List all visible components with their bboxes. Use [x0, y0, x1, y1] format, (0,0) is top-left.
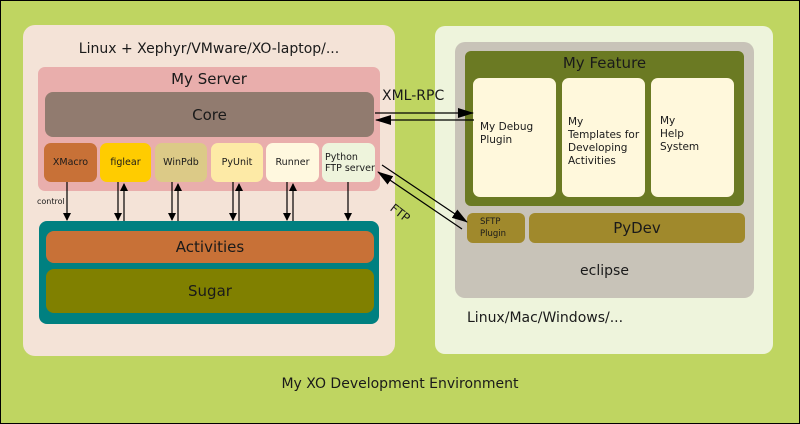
- tool-ftp-line2: FTP server: [325, 162, 375, 174]
- tool-winpdb: WinPdb: [155, 143, 207, 182]
- my-debug-plugin-box: My Debug Plugin: [473, 78, 556, 197]
- my-help-system-box: My Help System: [651, 78, 734, 197]
- debug-plugin-line2: Plugin: [480, 134, 513, 146]
- templates-line1: My: [568, 116, 584, 128]
- sftp-line1: SFTP: [480, 217, 501, 227]
- tool-ftp-line1: Python: [325, 151, 358, 163]
- help-line1: My: [660, 115, 676, 127]
- tool-pyunit: PyUnit: [211, 143, 263, 182]
- my-server-title: My Server: [171, 70, 247, 88]
- help-line3: System: [660, 141, 700, 153]
- control-label: control: [37, 197, 65, 206]
- templates-line4: Activities: [568, 155, 616, 167]
- sugar-box: Sugar: [46, 269, 374, 313]
- templates-line2: Templates for: [568, 129, 640, 141]
- tool-python-ftp-server: Python FTP server: [322, 143, 375, 182]
- my-feature-title: My Feature: [562, 54, 647, 72]
- xmlrpc-label: XML-RPC: [382, 88, 445, 104]
- sftp-plugin-box: SFTP Plugin: [467, 213, 525, 243]
- my-templates-box: My Templates for Developing Activities: [562, 78, 645, 197]
- diagram-title: My XO Development Environment: [281, 376, 519, 392]
- activities-box: Activities: [46, 231, 374, 263]
- tool-xmacro: XMacro: [44, 143, 97, 182]
- core-box: Core: [45, 92, 374, 137]
- sftp-line2: Plugin: [480, 229, 507, 239]
- right-host-title: Linux/Mac/Windows/...: [467, 310, 624, 326]
- tool-figlear: figlear: [100, 143, 151, 182]
- tool-runner: Runner: [266, 143, 319, 182]
- debug-plugin-line1: My Debug: [480, 121, 534, 133]
- eclipse-label: eclipse: [580, 263, 629, 279]
- pydev-box: PyDev: [529, 213, 745, 243]
- templates-line3: Developing: [568, 142, 628, 154]
- help-line2: Help: [660, 128, 684, 140]
- left-host-title: Linux + Xephyr/VMware/XO-laptop/...: [78, 41, 340, 57]
